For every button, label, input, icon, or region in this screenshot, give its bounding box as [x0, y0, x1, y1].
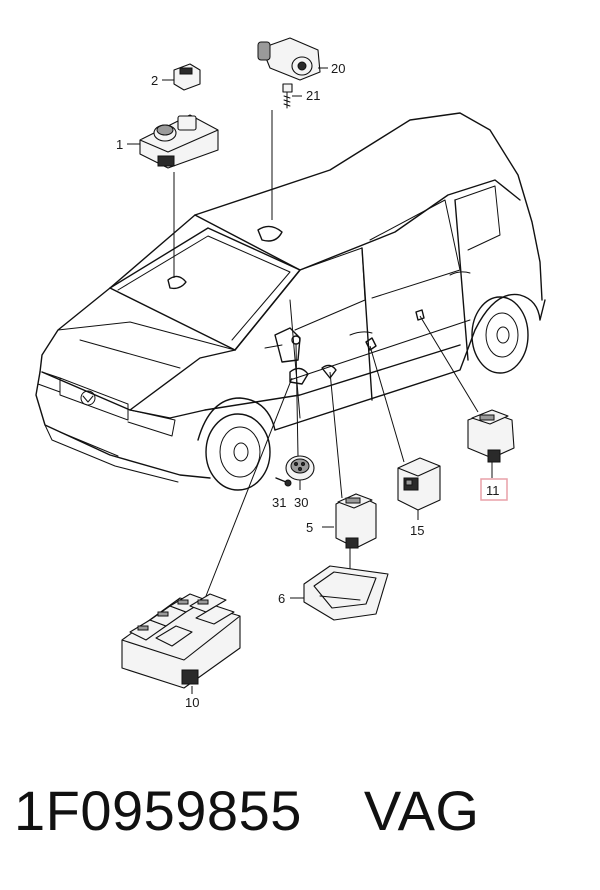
part-20-sensor — [257, 37, 321, 81]
part-5-window-switch — [335, 493, 377, 549]
part-11-rear-window-switch — [467, 409, 515, 463]
callout-11-highlight — [480, 478, 508, 501]
part-1-mirror-switch — [139, 114, 219, 169]
part-30-mirror-motor-cap — [285, 455, 315, 481]
callout-1: 1 — [116, 137, 123, 152]
callout-31: 31 — [272, 495, 286, 510]
callout-2: 2 — [151, 73, 158, 88]
part-10-master-window-switch — [121, 593, 241, 689]
part-2-switch-cap — [173, 63, 201, 91]
car-outline — [35, 112, 546, 491]
callout-5: 5 — [306, 520, 313, 535]
parts-diagram: 20 21 2 1 11 15 — [35, 37, 546, 710]
part-21-bolt — [282, 83, 293, 109]
part-6-switch-trim — [303, 565, 389, 621]
part-15-switch — [397, 457, 441, 511]
part-footer: 1F0959855 VAG — [14, 778, 594, 858]
part-number: 1F0959855 — [14, 779, 302, 842]
callout-10: 10 — [185, 695, 199, 710]
brand-name: VAG — [363, 779, 480, 842]
callout-20: 20 — [331, 61, 345, 76]
callout-11: 11 — [486, 483, 500, 498]
part-31-screw — [275, 477, 292, 487]
callout-21: 21 — [306, 88, 320, 103]
callout-6: 6 — [278, 591, 285, 606]
callout-30: 30 — [294, 495, 308, 510]
callout-15: 15 — [410, 523, 424, 538]
